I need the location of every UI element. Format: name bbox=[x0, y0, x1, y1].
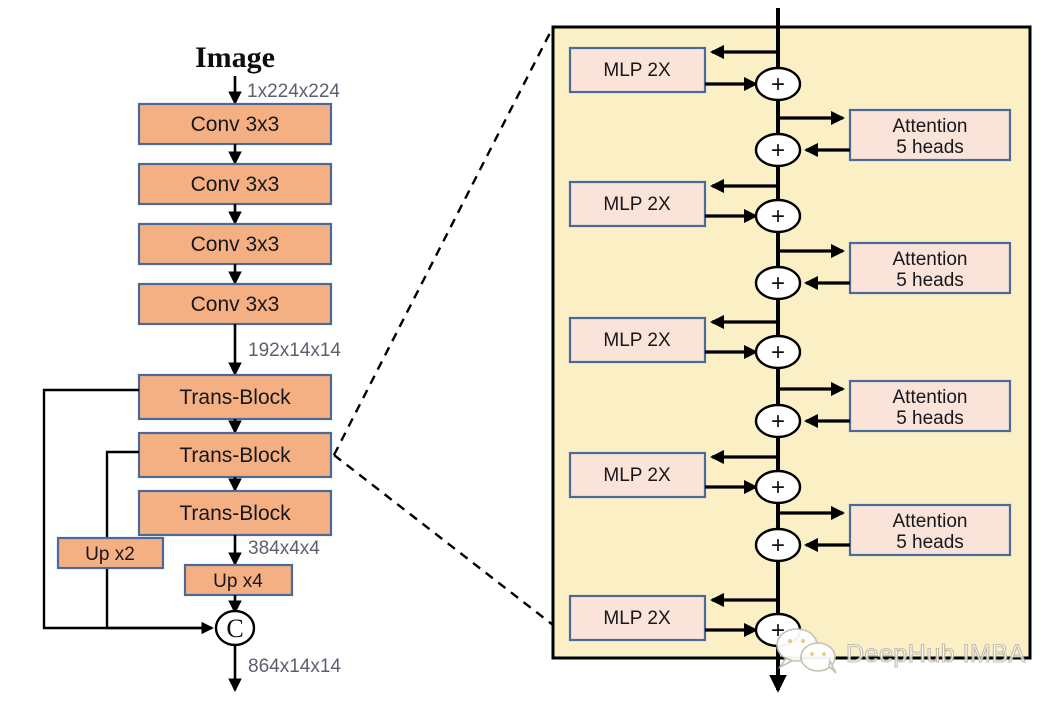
mlp-block-4-label: MLP 2X bbox=[603, 465, 671, 486]
attention-block-1-line2: 5 heads bbox=[896, 137, 964, 158]
mlp-block-2[interactable] bbox=[568, 180, 707, 228]
add-node-1-label: + bbox=[771, 71, 785, 98]
pre-up-dim-label: 384x4x4 bbox=[248, 538, 320, 559]
conv-block-2-label: Conv 3x3 bbox=[191, 173, 280, 196]
attention-block-3-line1: Attention bbox=[893, 387, 968, 408]
add-node-7 bbox=[754, 469, 802, 505]
add-node-4-label: + bbox=[771, 270, 785, 297]
watermark: DeepHub IMBA bbox=[776, 628, 1026, 674]
add-node-2-label: + bbox=[771, 137, 785, 164]
concat-node-label: C bbox=[226, 614, 243, 643]
trans-block-2-label: Trans-Block bbox=[179, 444, 291, 467]
mlp-block-3-label: MLP 2X bbox=[603, 330, 671, 351]
conv-block-1-label: Conv 3x3 bbox=[191, 113, 280, 136]
add-node-3-label: + bbox=[771, 203, 785, 230]
zoom-connector-bottom bbox=[333, 454, 554, 626]
conv-block-3-label: Conv 3x3 bbox=[191, 233, 280, 256]
zoom-connector-top bbox=[332, 26, 555, 456]
attention-block-2-line2: 5 heads bbox=[896, 270, 964, 291]
add-node-7-label: + bbox=[771, 474, 785, 501]
add-node-4 bbox=[754, 265, 802, 301]
conv-block-2[interactable] bbox=[137, 162, 333, 206]
attention-block-2-line1: Attention bbox=[893, 249, 968, 270]
mlp-block-2-label: MLP 2X bbox=[603, 194, 671, 215]
attention-block-2[interactable] bbox=[848, 241, 1012, 295]
watermark-text: DeepHub IMBA bbox=[846, 640, 1026, 668]
mlp-block-1-label: MLP 2X bbox=[603, 60, 671, 81]
trans-block-1[interactable] bbox=[137, 373, 333, 421]
mid-dim-label: 192x14x14 bbox=[248, 340, 341, 361]
add-node-6 bbox=[754, 403, 802, 439]
add-node-6-label: + bbox=[771, 408, 785, 435]
add-node-5 bbox=[754, 334, 802, 370]
attention-block-3-line2: 5 heads bbox=[896, 408, 964, 429]
trans-block-3-label: Trans-Block bbox=[179, 502, 291, 525]
trans-block-3[interactable] bbox=[137, 489, 333, 537]
mlp-block-3[interactable] bbox=[568, 316, 707, 364]
wechat-icon bbox=[776, 628, 837, 674]
trans-block-1-label: Trans-Block bbox=[179, 386, 291, 409]
input-dim-label: 1x224x224 bbox=[247, 81, 340, 102]
attention-block-4-line2: 5 heads bbox=[896, 532, 964, 553]
page-title: Image bbox=[195, 41, 275, 74]
add-node-1 bbox=[754, 66, 802, 102]
add-node-5-label: + bbox=[771, 339, 785, 366]
add-node-8-label: + bbox=[771, 532, 785, 559]
add-node-2 bbox=[754, 132, 802, 168]
upsample-x2-label: Up x2 bbox=[85, 544, 135, 565]
upsample-x4-label: Up x4 bbox=[213, 571, 263, 592]
attention-block-1[interactable] bbox=[848, 108, 1012, 162]
conv-block-1[interactable] bbox=[137, 102, 333, 146]
upsample-x2-block[interactable] bbox=[56, 536, 165, 570]
conv-block-4-label: Conv 3x3 bbox=[191, 293, 280, 316]
output-dim-label: 864x14x14 bbox=[248, 656, 341, 677]
attention-block-4[interactable] bbox=[848, 503, 1012, 557]
mlp-block-5[interactable] bbox=[568, 594, 707, 642]
mlp-block-5-label: MLP 2X bbox=[603, 608, 671, 629]
attention-block-1-line1: Attention bbox=[893, 116, 968, 137]
trans-block-2[interactable] bbox=[137, 431, 333, 479]
mlp-block-4[interactable] bbox=[568, 451, 707, 499]
conv-block-4[interactable] bbox=[137, 282, 333, 326]
add-node-8 bbox=[754, 527, 802, 563]
mlp-block-1[interactable] bbox=[568, 46, 707, 94]
attention-block-3[interactable] bbox=[848, 379, 1012, 433]
add-node-3 bbox=[754, 198, 802, 234]
upsample-x4-block[interactable] bbox=[183, 563, 294, 597]
attention-block-4-line1: Attention bbox=[893, 511, 968, 532]
